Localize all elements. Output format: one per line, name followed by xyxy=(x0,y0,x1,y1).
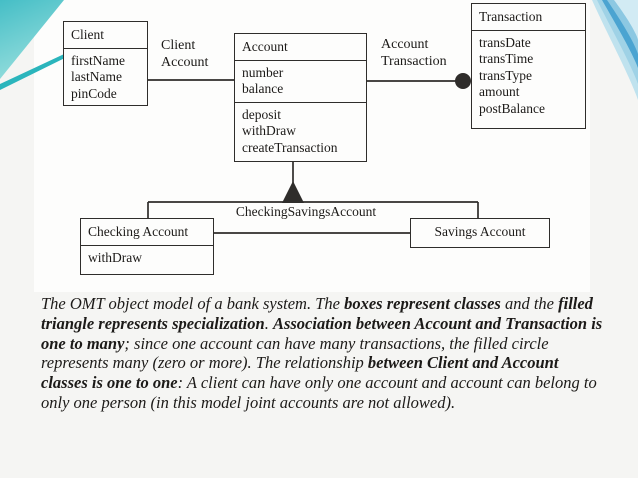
operation: deposit xyxy=(242,106,281,122)
association-label-line: Client xyxy=(161,38,196,53)
operation: createTransaction xyxy=(242,139,338,155)
caption-segment: between Client and Account classes is on… xyxy=(41,353,559,393)
attribute: number xyxy=(242,64,284,80)
class-box-checking-account: Checking Account withDraw xyxy=(80,218,214,275)
attribute: amount xyxy=(479,84,520,99)
attribute: firstName xyxy=(71,52,125,68)
class-title-transaction: Transaction xyxy=(472,4,585,31)
caption-segment: . xyxy=(264,313,273,333)
caption-segment: The OMT object model of a bank system. T… xyxy=(41,294,345,313)
class-operations-checking-account: withDraw xyxy=(81,246,213,271)
class-title-account: Account xyxy=(235,34,366,61)
attribute: transType xyxy=(479,67,533,83)
attribute: postBalance xyxy=(479,100,545,116)
attribute: transDate xyxy=(479,34,531,50)
association-label-line: Account xyxy=(381,37,429,52)
caption-segment: Association between Account and Transact… xyxy=(41,313,603,353)
attribute: transTime xyxy=(479,51,534,66)
caption-segment: filled triangle represents specializatio… xyxy=(41,294,593,333)
association-label-line: Account xyxy=(161,55,209,70)
association-label-line: Transaction xyxy=(381,54,447,69)
caption-segment: ; since one account can have many transa… xyxy=(41,333,549,373)
caption-segment: : A client can have only one account and… xyxy=(41,373,597,412)
attribute: balance xyxy=(242,81,284,96)
attribute: pinCode xyxy=(71,85,117,101)
attribute: lastName xyxy=(71,69,122,84)
caption-segment: boxes represent classes xyxy=(344,294,501,313)
corner-decoration-blue-swirl xyxy=(592,0,638,100)
operation: withDraw xyxy=(88,249,142,265)
caption-text: The OMT object model of a bank system. T… xyxy=(41,294,608,413)
caption-segment: and the xyxy=(500,294,559,313)
class-box-savings-account: Savings Account xyxy=(410,218,550,248)
class-title-client: Client xyxy=(64,22,147,49)
class-title-savings-account: Savings Account xyxy=(434,224,526,239)
operation: withDraw xyxy=(242,123,296,138)
class-title-checking-account: Checking Account xyxy=(81,219,213,246)
specialization-label: CheckingSavingsAccount xyxy=(235,204,377,219)
